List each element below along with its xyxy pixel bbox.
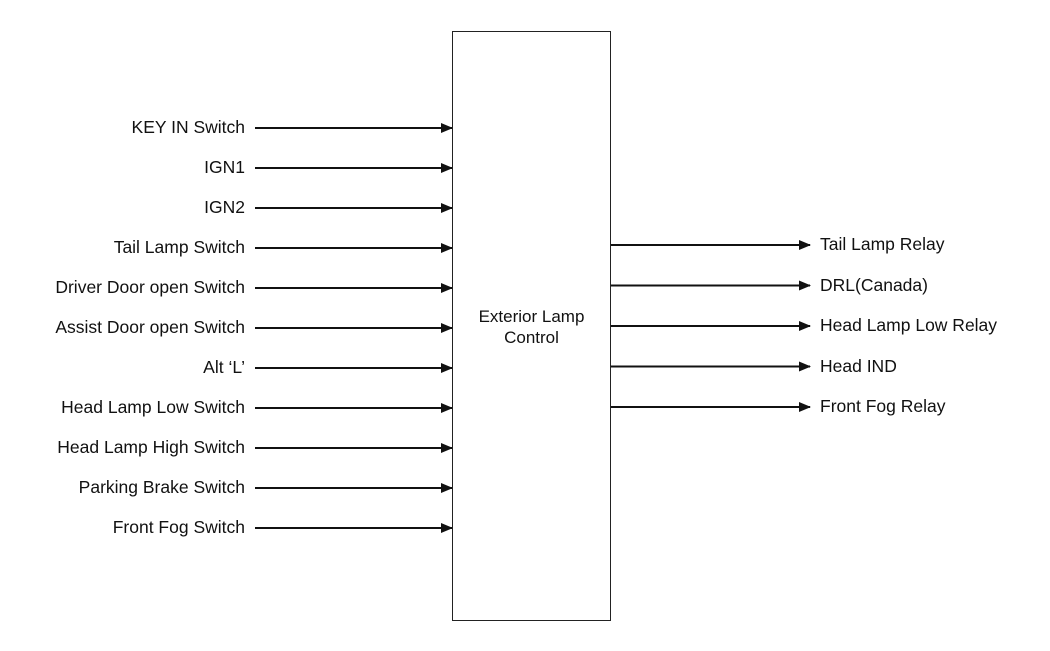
input-signal-label: IGN2 <box>204 197 245 217</box>
input-signal-label: KEY IN Switch <box>131 117 245 137</box>
input-signal-label: Parking Brake Switch <box>78 477 245 497</box>
input-signal-label: Assist Door open Switch <box>55 317 245 337</box>
input-signal-label: Alt ‘L’ <box>203 357 245 377</box>
input-arrows <box>255 123 453 533</box>
input-signal-label: Front Fog Switch <box>112 517 245 537</box>
input-signal-label: Tail Lamp Switch <box>113 237 245 257</box>
exterior-lamp-control-block <box>452 31 611 621</box>
input-signal-label: Driver Door open Switch <box>55 277 245 297</box>
input-signal-label: Head Lamp High Switch <box>57 437 245 457</box>
input-signal-label: Head Lamp Low Switch <box>61 397 245 417</box>
output-signal-label: Head Lamp Low Relay <box>820 315 998 335</box>
output-signal-label: DRL(Canada) <box>820 274 928 295</box>
output-signal-label: Front Fog Relay <box>820 396 946 416</box>
exterior-lamp-control-label: Exterior Lamp Control <box>478 307 585 347</box>
output-arrows <box>611 240 811 412</box>
input-signal-label: IGN1 <box>204 157 245 177</box>
output-signal-label: Tail Lamp Relay <box>820 234 945 254</box>
output-signal-label: Head IND <box>820 355 897 376</box>
